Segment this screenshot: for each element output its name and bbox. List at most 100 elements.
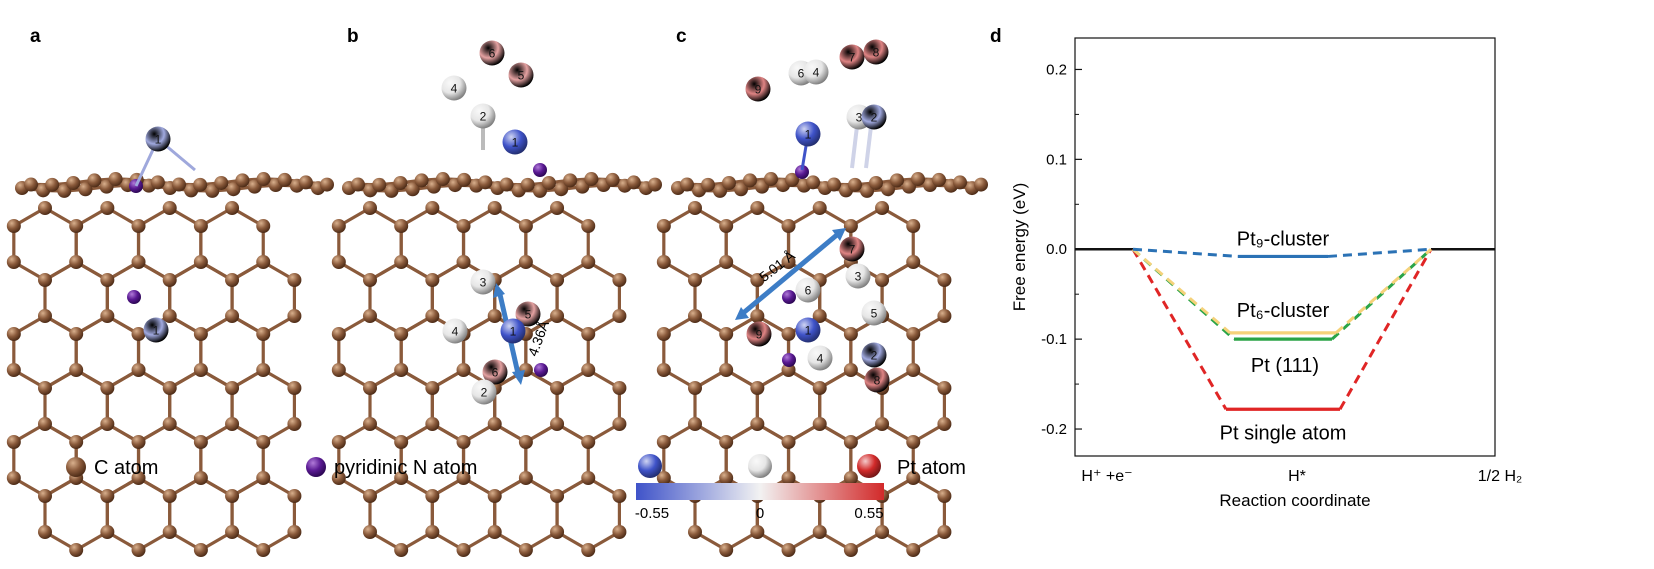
carbon-atom — [394, 363, 409, 377]
svg-text:2: 2 — [480, 110, 487, 124]
carbon-atom — [937, 489, 952, 503]
carbon-atom — [719, 255, 734, 269]
pt-atom-c-bottom-6: 6 — [795, 277, 821, 303]
carbon-atom — [612, 273, 627, 287]
carbon-atom — [456, 219, 471, 233]
carbon-atom — [648, 177, 662, 192]
chart-frame — [1074, 37, 1496, 457]
colorbar-min-label: -0.55 — [635, 505, 669, 522]
svg-text:4: 4 — [817, 352, 824, 366]
series-label: Pt₉-cluster — [1237, 228, 1330, 250]
carbon-atom — [69, 363, 84, 377]
carbon-atom — [812, 417, 827, 431]
carbon-atom — [875, 525, 890, 539]
carbon-atom — [688, 201, 702, 215]
carbon-atom — [953, 175, 967, 190]
svg-text:3: 3 — [856, 111, 863, 125]
carbon-atom — [331, 219, 346, 233]
series-1 — [1132, 248, 1432, 335]
carbon-atom — [193, 471, 208, 485]
carbon-atom — [550, 417, 565, 431]
svg-text:1: 1 — [512, 136, 519, 150]
carbon-atom — [812, 381, 827, 395]
carbon-atom — [812, 309, 827, 323]
svg-text:8: 8 — [873, 46, 880, 60]
panel-letter-c: c — [676, 26, 687, 47]
carbon-atom — [162, 525, 177, 539]
carbon-atom — [277, 172, 292, 187]
carbon-atom — [719, 219, 734, 233]
carbon-atom — [225, 489, 240, 503]
pt-atom-c-top-2: 2 — [861, 104, 887, 130]
y-tick-label: 0.0 — [1046, 241, 1067, 258]
carbon-atom — [911, 172, 925, 187]
carbon-atom — [843, 219, 858, 233]
carbon-atom — [150, 175, 165, 190]
carbon-atom — [38, 201, 52, 215]
legend-c-atom-icon — [66, 457, 86, 477]
carbon-atom — [563, 173, 578, 188]
pt-atom-b-top-5: 5 — [508, 62, 534, 88]
carbon-atom — [701, 177, 715, 192]
carbon-atom — [331, 327, 346, 341]
carbon-atom — [331, 255, 346, 269]
carbon-atom — [372, 177, 387, 192]
carbon-atom — [38, 525, 52, 539]
carbon-atom — [656, 363, 671, 377]
carbon-atom — [298, 175, 313, 190]
carbon-atom — [287, 525, 302, 539]
carbon-atom — [193, 327, 208, 341]
carbon-atom — [131, 219, 146, 233]
carbon-atom — [100, 309, 115, 323]
carbon-atom — [205, 183, 220, 198]
carbon-atom — [581, 255, 596, 269]
carbon-atom — [394, 435, 409, 449]
carbon-atom — [131, 471, 146, 485]
carbon-atom — [584, 172, 599, 187]
svg-text:5: 5 — [525, 308, 532, 322]
carbon-atom — [688, 309, 702, 323]
carbon-atom — [363, 309, 377, 323]
carbon-atom — [131, 327, 146, 341]
series-label: Pt single atom — [1220, 422, 1347, 444]
carbon-atom — [6, 327, 21, 341]
carbon-atom — [937, 525, 952, 539]
svg-text:8: 8 — [874, 374, 881, 388]
carbon-atom — [812, 201, 827, 215]
pt-atom-c-bottom-5: 5 — [861, 300, 887, 326]
panel-letter-b: b — [347, 26, 359, 47]
carbon-atom — [384, 183, 399, 198]
carbon-atom — [393, 176, 408, 191]
carbon-atom — [225, 273, 240, 287]
carbon-atom — [478, 175, 493, 190]
carbon-atom — [487, 417, 502, 431]
carbon-atom — [193, 255, 208, 269]
carbon-atom — [937, 309, 952, 323]
carbon-atom — [100, 489, 115, 503]
carbon-atom — [734, 182, 748, 197]
carbon-atom — [581, 363, 596, 377]
series-0 — [1132, 247, 1432, 259]
carbon-atom — [827, 177, 841, 192]
carbon-atom — [100, 417, 115, 431]
carbon-atom — [225, 417, 240, 431]
pt-atom-c-bottom-8: 8 — [864, 367, 890, 393]
carbon-atom — [656, 327, 671, 341]
carbon-atom — [713, 183, 727, 198]
series-label: Pt₆-cluster — [1237, 300, 1330, 322]
carbon-atom — [414, 173, 429, 188]
carbon-atom — [287, 309, 302, 323]
series-label: Pt (111) — [1251, 355, 1319, 377]
carbon-atom — [656, 219, 671, 233]
carbon-atom — [656, 471, 671, 485]
carbon-atom — [581, 327, 596, 341]
carbon-atom — [906, 219, 921, 233]
carbon-atom — [750, 309, 765, 323]
carbon-atom — [6, 255, 21, 269]
carbon-atom — [57, 183, 72, 198]
pt-atom-b-top-1: 1 — [502, 129, 528, 155]
carbon-atom — [456, 363, 471, 377]
svg-text:1: 1 — [155, 133, 162, 147]
svg-text:4: 4 — [452, 325, 459, 339]
